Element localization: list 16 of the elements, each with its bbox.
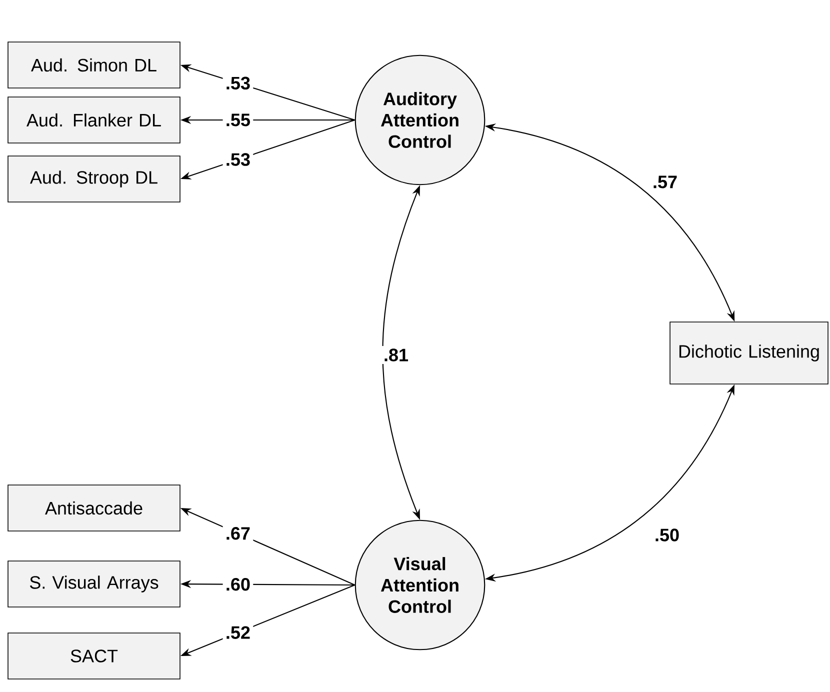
edge-label: .57 <box>650 173 680 191</box>
indicator-box: S. Visual Arrays <box>8 560 180 608</box>
edge-label: .52 <box>222 624 254 642</box>
edge-label: .55 <box>222 111 254 129</box>
edge-label: .60 <box>222 575 254 594</box>
edge-label: .67 <box>222 524 254 542</box>
indicator-box: Aud. Simon DL <box>8 42 180 88</box>
edge-label: .53 <box>222 150 254 169</box>
indicator-box: Aud. Stroop DL <box>8 156 180 202</box>
indicator-box: Dichotic Listening <box>670 322 828 384</box>
edge-label: .53 <box>222 74 254 92</box>
indicator-box: SACT <box>8 632 180 680</box>
edge-label: .81 <box>380 346 412 364</box>
indicator-box: Aud. Flanker DL <box>8 96 180 144</box>
edge-label: .50 <box>652 526 682 544</box>
indicator-box: Antisaccade <box>8 484 180 532</box>
